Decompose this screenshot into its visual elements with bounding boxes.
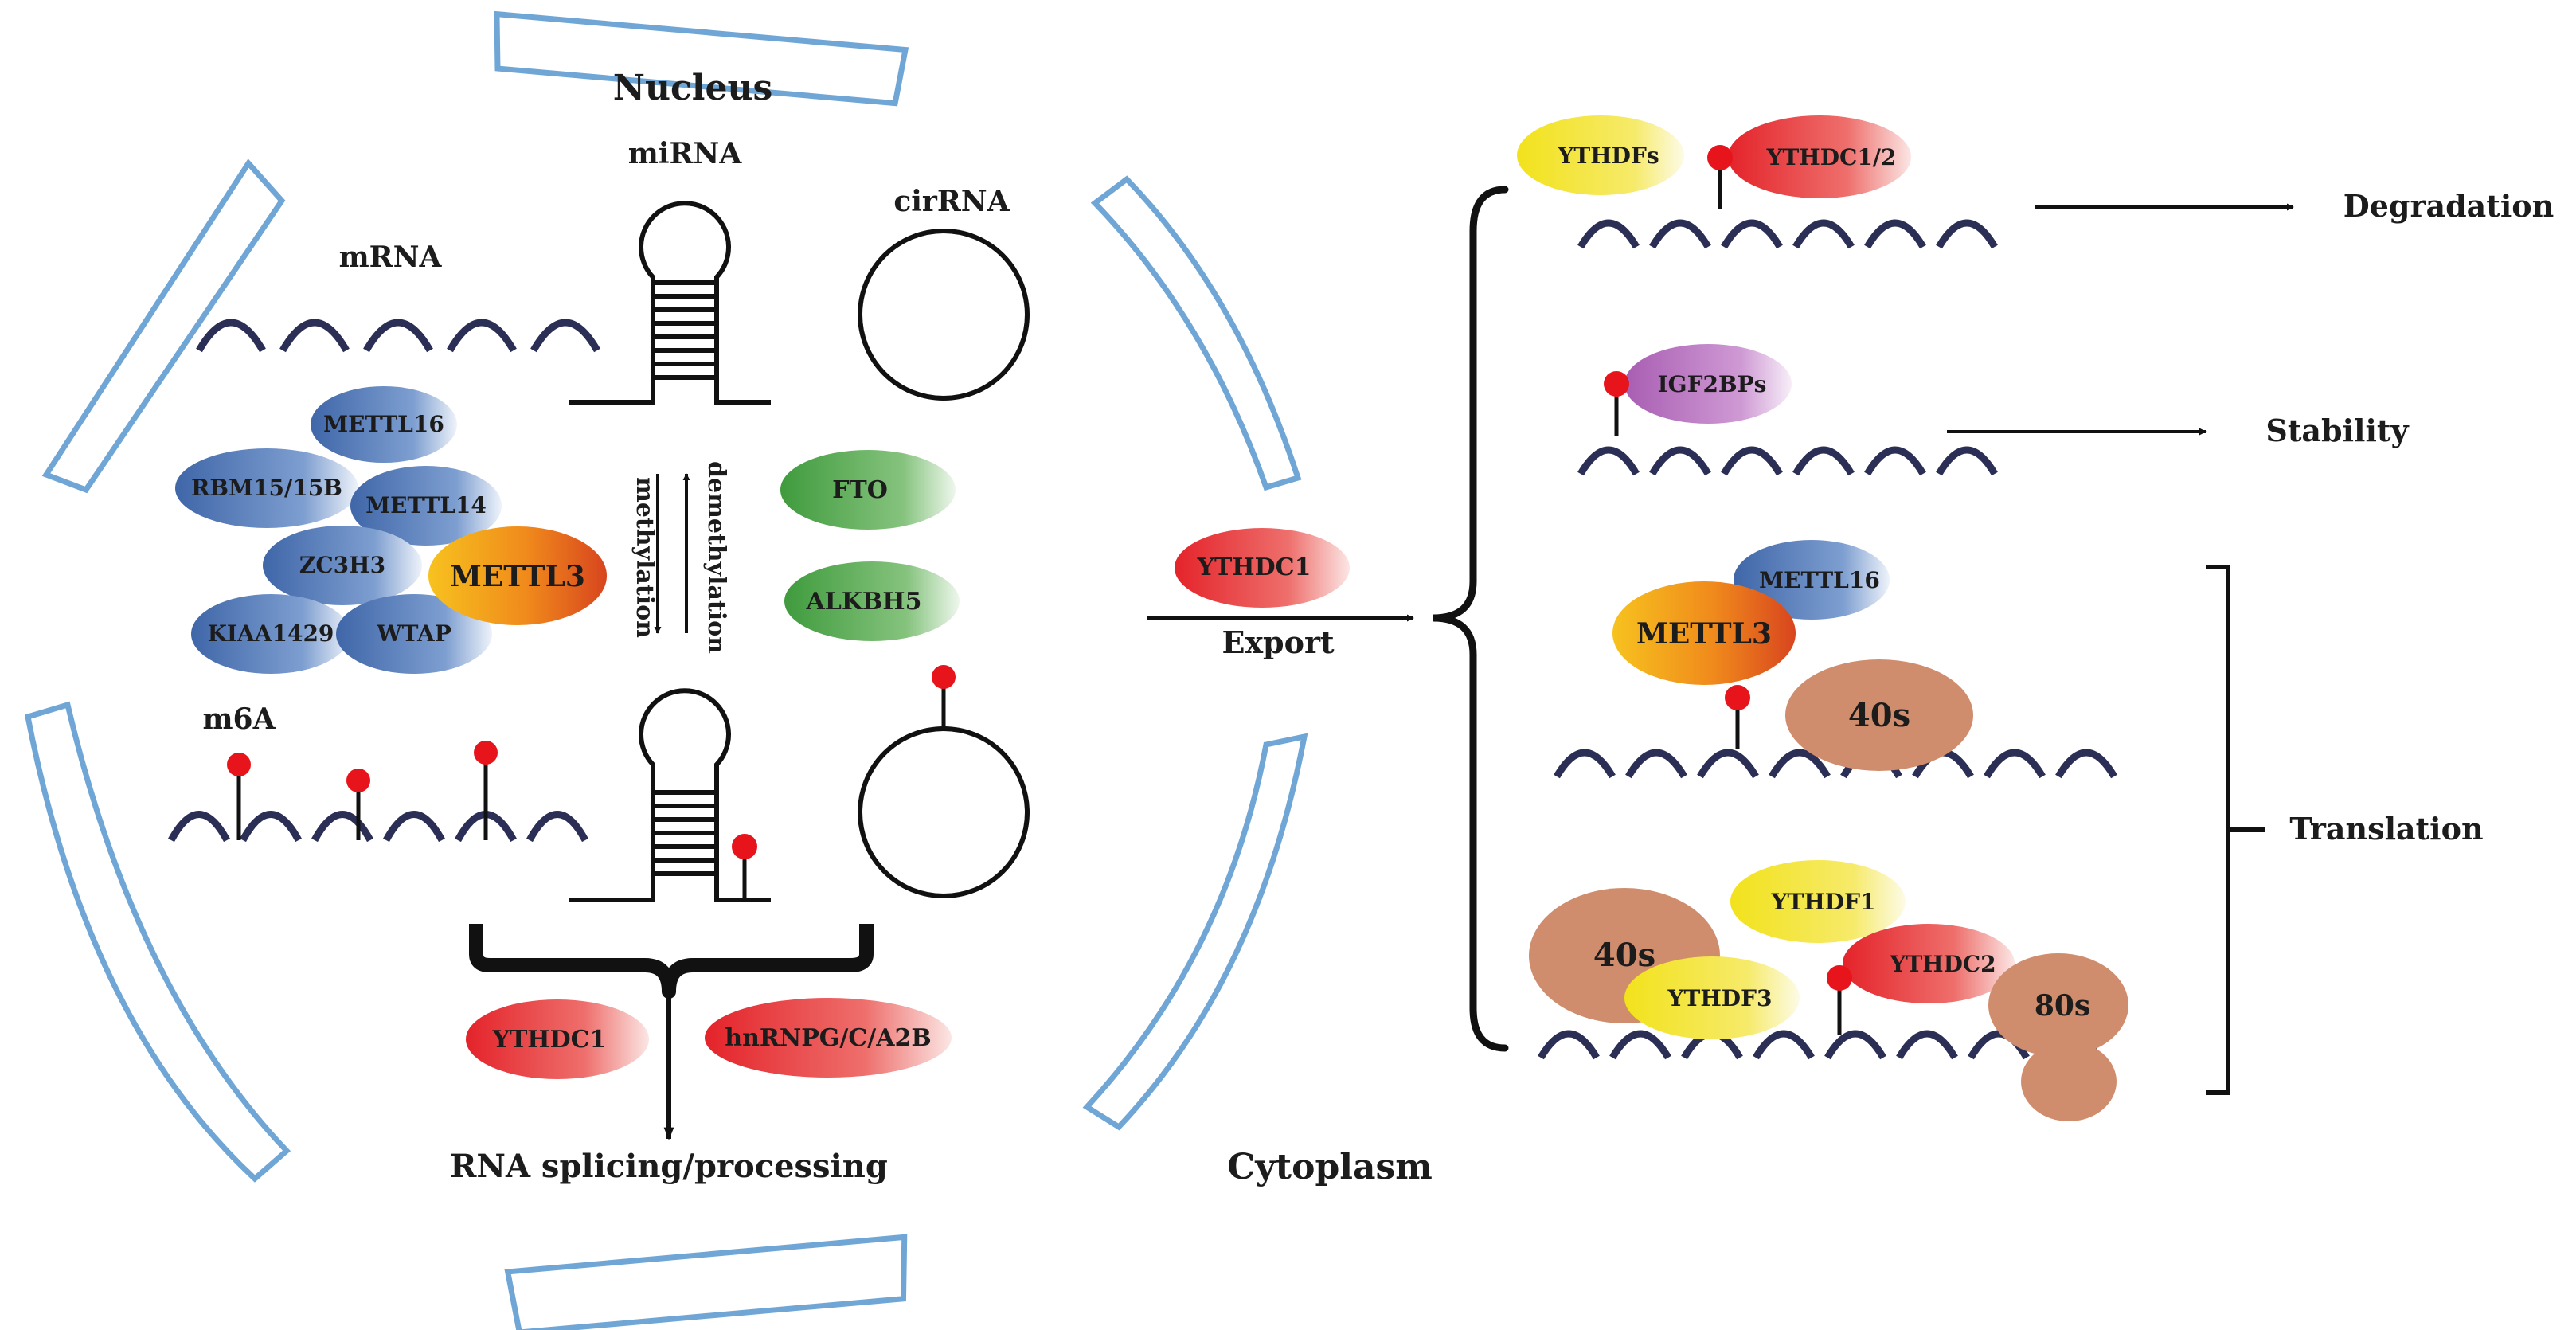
splicing-bracket <box>469 924 874 1140</box>
splicing-label: RNA splicing/processing <box>450 1148 888 1185</box>
reader-ythdc12: YTHDC1/2 <box>1765 144 1896 170</box>
methylated-mirna-hairpin <box>569 688 771 902</box>
mrna-strand <box>196 319 600 353</box>
translation-upper: METTL16 METTL3 40s <box>1554 540 2117 779</box>
writer-mettl3: METTL3 <box>450 560 585 593</box>
translation-ythdf3: YTHDF3 <box>1667 985 1773 1011</box>
translation-ythdf1: YTHDF1 <box>1771 889 1876 915</box>
mirna-hairpin <box>569 201 771 405</box>
methylation-arrows <box>654 473 690 634</box>
translation-80s: 80s <box>2035 989 2090 1023</box>
writer-kiaa1429: KIAA1429 <box>208 620 334 647</box>
writer-rbm15: RBM15/15B <box>191 475 342 501</box>
stability-row: IGF2BPs Stability <box>1577 344 2409 476</box>
methylated-circrna <box>858 665 1030 898</box>
demethylation-label: demethylation <box>702 461 730 654</box>
mrna-label: mRNA <box>339 241 443 274</box>
nuclear-readers: YTHDC1 hnRNPG/C/A2B <box>466 998 952 1079</box>
reader-igf2bps: IGF2BPs <box>1658 371 1767 397</box>
eraser-alkbh5: ALKBH5 <box>805 588 921 616</box>
writer-complex: METTL16 RBM15/15B METTL14 ZC3H3 KIAA1429… <box>175 386 607 674</box>
writer-zc3h3: ZC3H3 <box>299 552 385 578</box>
translation-label: Translation <box>2289 811 2483 847</box>
writer-mettl16: METTL16 <box>323 411 444 437</box>
fates-brace <box>1433 186 1509 1052</box>
reader-ythdc1-nucleus: YTHDC1 <box>492 1026 607 1054</box>
eraser-group: FTO ALKBH5 <box>780 450 960 641</box>
circrna-circle <box>858 229 1030 401</box>
circrna-label: cirRNA <box>893 185 1010 218</box>
degradation-row: YTHDFs YTHDC1/2 Degradation <box>1517 115 2555 249</box>
methylated-mrna <box>168 741 588 843</box>
reader-ythdfs: YTHDFs <box>1557 143 1659 169</box>
translation-40s-upper: 40s <box>1848 697 1910 734</box>
nucleus-label: Nucleus <box>613 68 772 108</box>
export-label: Export <box>1222 624 1335 660</box>
export-reader-shape <box>1175 528 1350 608</box>
translation-40s-lower: 40s <box>1593 937 1655 974</box>
methylation-label: methylation <box>631 477 659 638</box>
writer-wtap: WTAP <box>376 620 451 647</box>
translation-mettl3: METTL3 <box>1636 617 1772 651</box>
translation-bracket: Translation <box>2206 565 2484 1095</box>
translation-ythdc2: YTHDC2 <box>1889 951 1996 977</box>
mirna-label: miRNA <box>628 137 743 170</box>
cytoplasm-label: Cytoplasm <box>1227 1147 1433 1187</box>
nuclear-membrane <box>24 10 1308 1330</box>
translation-lower: 40s YTHDF1 YTHDF3 YTHDC2 80s <box>1529 860 2128 1121</box>
writer-mettl14: METTL14 <box>365 492 487 518</box>
translation-mettl16: METTL16 <box>1759 567 1880 593</box>
reader-ythdc1-export: YTHDC1 <box>1197 554 1311 581</box>
reader-hnrnp: hnRNPG/C/A2B <box>725 1024 931 1052</box>
m6a-label: m6A <box>202 702 276 736</box>
degradation-label: Degradation <box>2343 188 2555 224</box>
eraser-fto: FTO <box>832 476 888 504</box>
stability-label: Stability <box>2265 413 2409 448</box>
